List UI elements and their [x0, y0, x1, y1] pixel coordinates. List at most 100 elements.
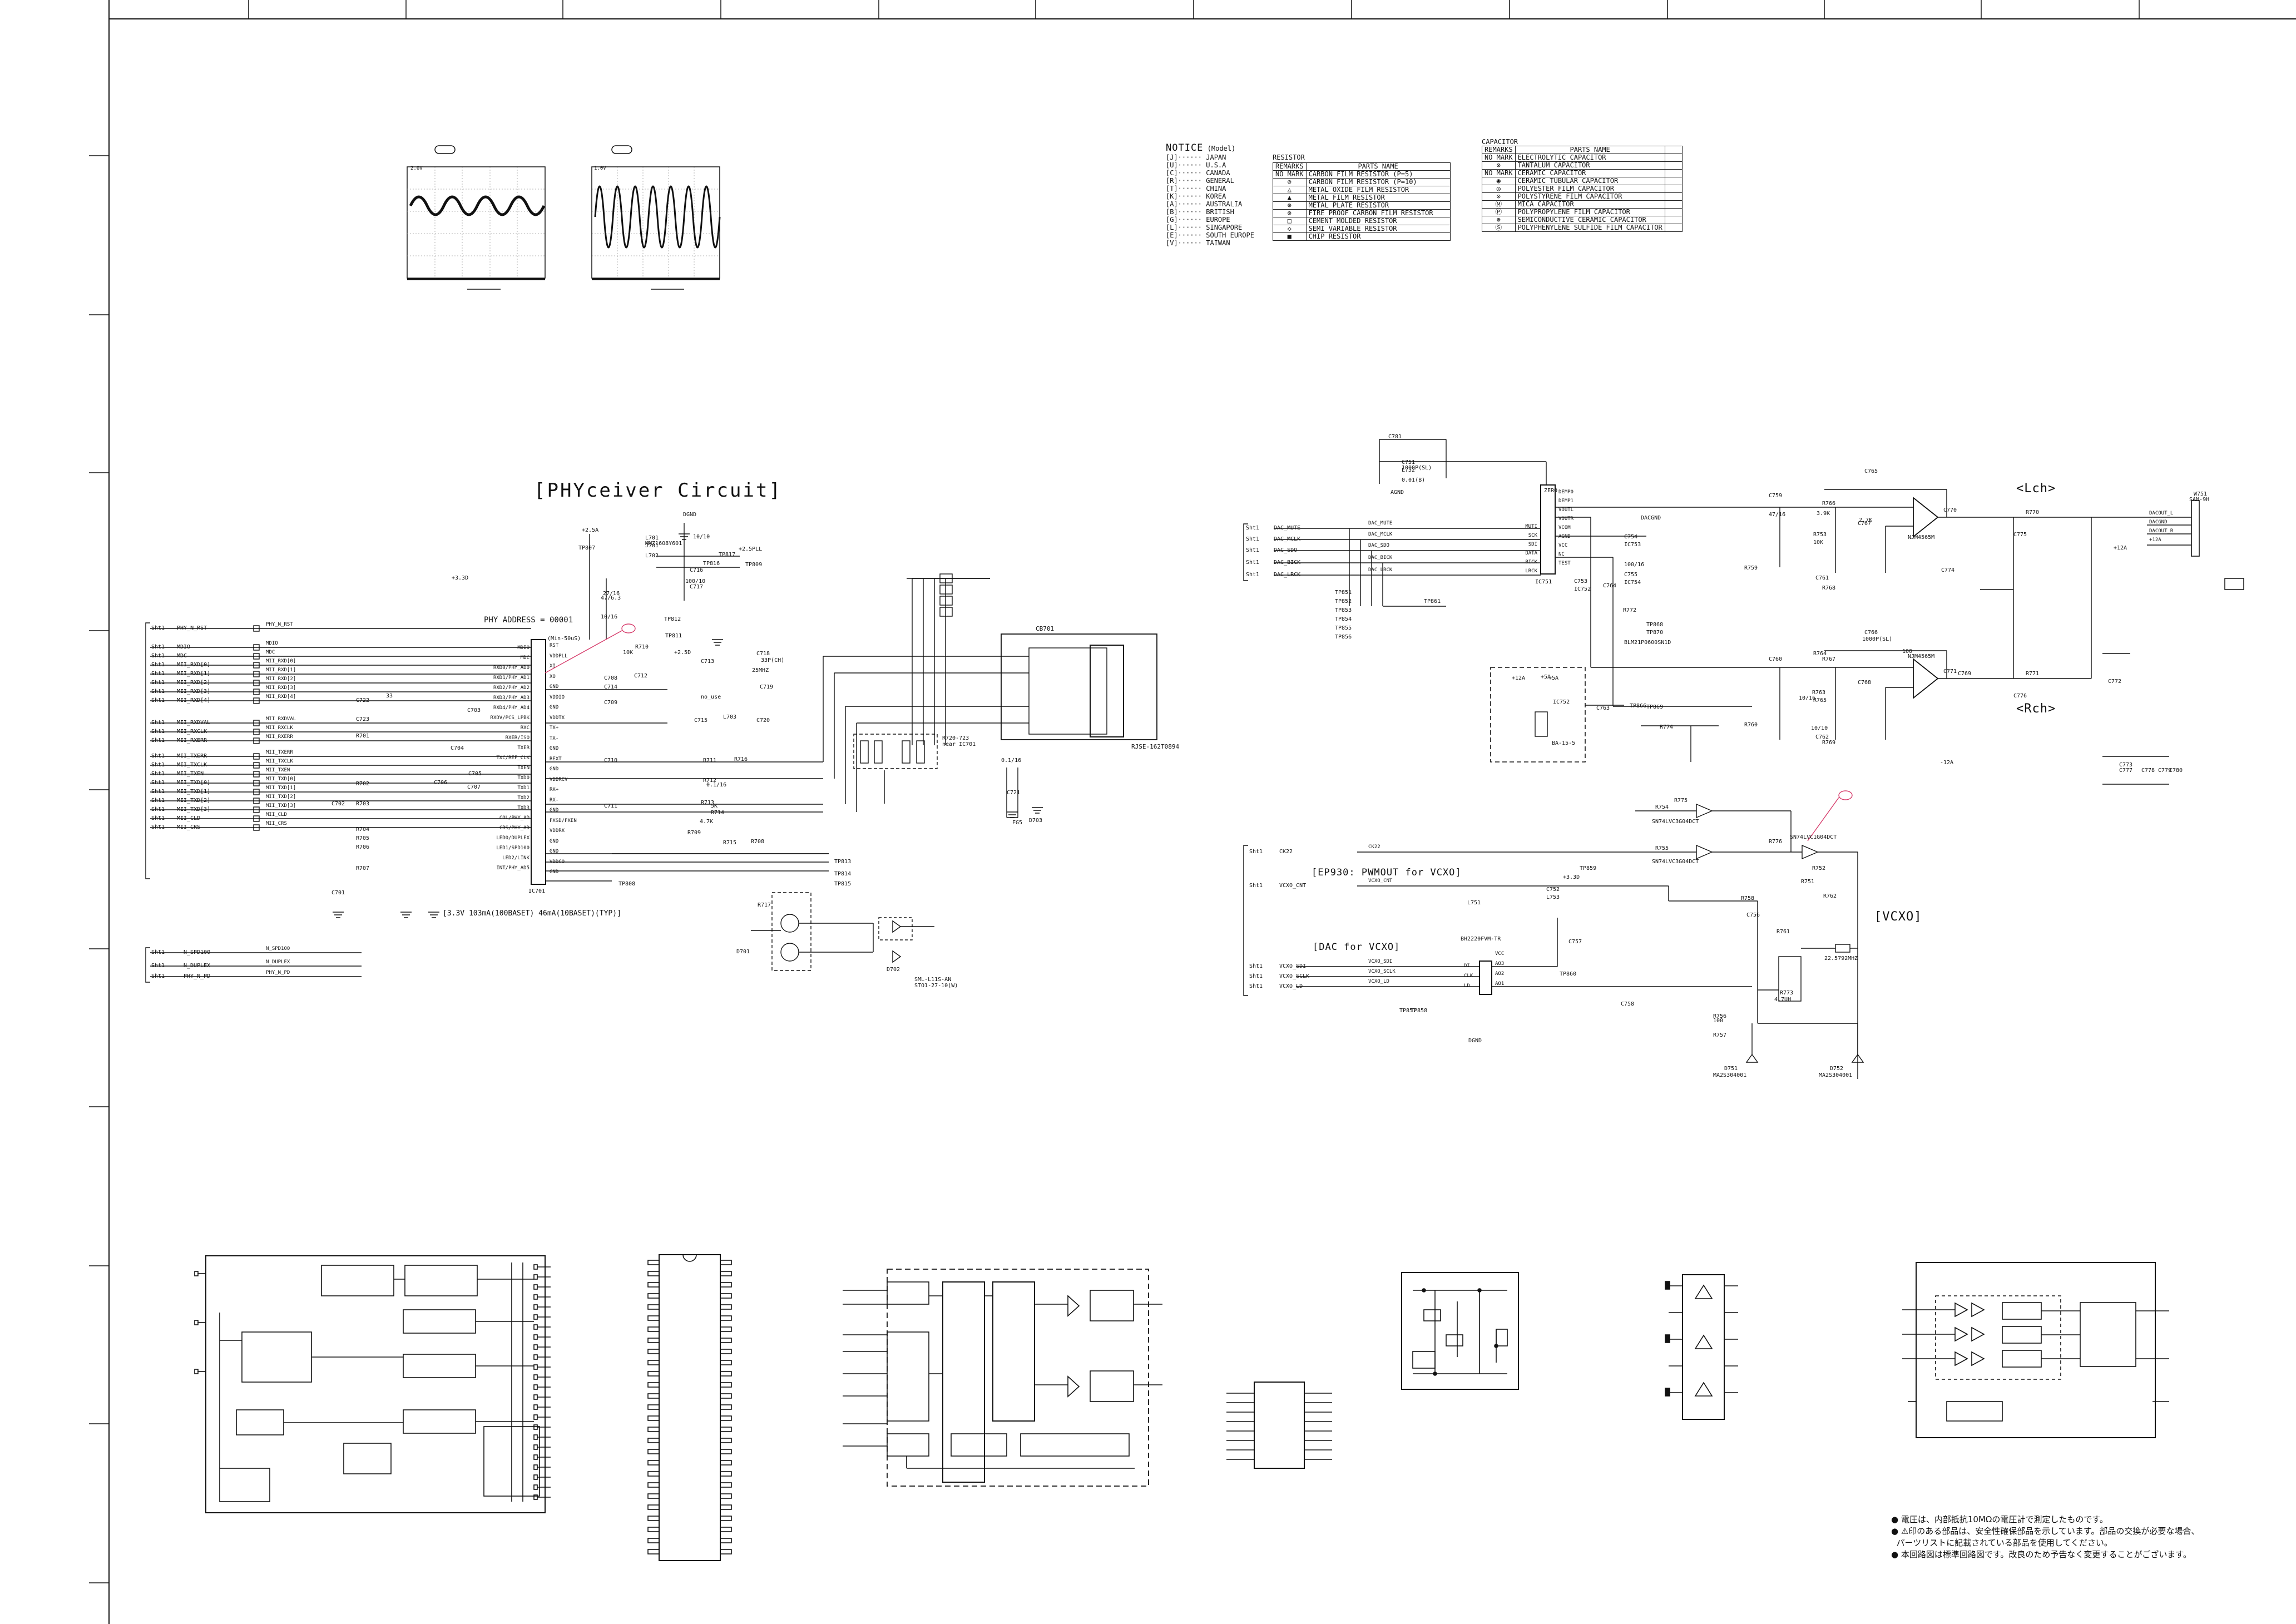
test-point: TP808: [618, 881, 636, 887]
net-name: PHY_N_RST: [266, 622, 293, 627]
resistor-part-name: CHIP RESISTOR: [1305, 232, 1451, 241]
capacitor-blank: [1664, 169, 1683, 177]
part-ref: C710: [604, 757, 618, 764]
phy-section-title: [PHYceiver Circuit]: [534, 479, 782, 502]
capacitor-part-name: POLYPROPYLENE FILM CAPACITOR: [1515, 208, 1665, 216]
ic-pin: [720, 1315, 732, 1321]
ic-block-6: [1665, 1274, 1738, 1420]
test-point: TP813: [834, 859, 852, 865]
part-value: 100/16: [1624, 562, 1645, 568]
capacitor-row: ◉CERAMIC TUBULAR CAPACITOR: [1482, 177, 1683, 185]
part-value: 27/16: [603, 591, 620, 597]
buffer-label: SN74LVC3G04DCT: [1652, 819, 1699, 825]
test-point: TP860: [1560, 971, 1577, 977]
buffer-label: SN74LVC1G04DCT: [1790, 834, 1837, 840]
ic-pad: [533, 1314, 538, 1320]
part-ref: L701: [645, 535, 659, 541]
part-ref: C756: [1746, 912, 1760, 918]
sheet-net: MII_RXD[4]: [177, 697, 211, 704]
sheet-label: Sht1: [151, 963, 165, 969]
sheet-label: Sht1: [151, 753, 165, 759]
test-point: TP855: [1335, 625, 1352, 631]
ic-pin: [720, 1349, 732, 1354]
resistor-remark: ◇: [1273, 225, 1307, 233]
resistor-remark: ▲: [1273, 194, 1307, 202]
sheet-net: MDIO: [177, 644, 191, 650]
part-value: 10/10: [693, 534, 710, 540]
sheet-net: N_DUPLEX: [184, 963, 211, 969]
net-name: MII_CLD: [266, 812, 287, 818]
ic-pin-label: XI: [550, 664, 556, 669]
ic-pin: [720, 1527, 732, 1532]
resistor-remark: NO MARK: [1273, 170, 1307, 179]
ic-pin-label: RXD3/PHY_AD3: [493, 695, 530, 701]
ic-pad: [533, 1484, 538, 1490]
regulator-value: BA-15-5: [1552, 740, 1576, 746]
ic-pin-label: VCOM: [1558, 525, 1571, 531]
part-ref: R715: [723, 840, 737, 846]
capacitor-part-name: POLYESTER FILM CAPACITOR: [1515, 185, 1665, 193]
part-value: 10/16: [601, 614, 618, 620]
sheet-port: [253, 671, 260, 677]
ic-pin: [647, 1471, 660, 1477]
part-ref: R765: [1813, 697, 1827, 704]
part-ref: C718: [756, 651, 770, 657]
dac-ic-ref: IC751: [1535, 579, 1552, 585]
part-ref: C779: [2158, 768, 2172, 774]
capacitor-remark: Ⓜ: [1482, 200, 1516, 209]
phy-connector: RJSE-162T0894: [1131, 743, 1180, 750]
phy-current-note: [3.3V 103mA(100BASET) 46mA(10BASET)(TYP)…: [443, 909, 621, 918]
part-ref: R712: [703, 778, 717, 784]
sheet-net: VCXO_LD: [1279, 983, 1303, 989]
sheet-port: [253, 771, 260, 778]
ic-pin-label: VDDRCV: [550, 776, 568, 783]
sheet-net: DAC_BICK: [1274, 560, 1301, 566]
notice-item: [V]······ TAIWAN: [1166, 239, 1230, 247]
ic-pin-label: RXD0/PHY_AD0: [493, 665, 530, 671]
test-point: TP809: [745, 562, 763, 568]
ic-pin: [720, 1549, 732, 1554]
sheet-net: MII_RXDVAL: [177, 720, 211, 726]
ic-pin: [720, 1338, 732, 1343]
ic-pin-label: VDDRX: [550, 828, 565, 834]
part-ref: C714: [604, 684, 618, 690]
diode-type: MA2S304001: [1713, 1072, 1747, 1078]
capacitor-blank: [1664, 161, 1683, 170]
part-ref: C762: [1815, 734, 1829, 740]
ic-pin-label: TX-: [550, 735, 559, 741]
part-ref: IC754: [1624, 580, 1641, 586]
resistor-row: ⊕METAL PLATE RESISTOR: [1273, 201, 1451, 210]
sheet-label: Sht1: [151, 771, 165, 777]
part-ref: L703: [723, 714, 737, 720]
rail-label: +2.5PLL: [739, 546, 763, 552]
ic-pin: [720, 1504, 732, 1510]
net-name: MDC: [266, 650, 275, 655]
part-ref: C708: [604, 675, 618, 681]
out-connector-type: SAN-9H: [2189, 497, 2210, 503]
capacitor-remark: ◎: [1482, 185, 1516, 193]
net-name: MII_RXCLK: [266, 725, 293, 731]
notice-box: NOTICE (Model) [J]······ JAPAN[U]······ …: [1166, 142, 1254, 247]
ic-pin-label: LED2/LINK: [502, 855, 530, 861]
ic-pin: [720, 1260, 732, 1265]
ic-pin-label: AO3: [1495, 961, 1505, 967]
sheet-port: [253, 824, 260, 831]
sheet-net: MII_RXD[0]: [177, 662, 211, 668]
ic-pin-label: RXDV/PCS_LPBK: [490, 715, 530, 721]
sheet-port: [253, 662, 260, 669]
test-point: TP868: [1646, 622, 1664, 628]
ic-pad: [533, 1404, 538, 1410]
sheet-label: Sht1: [1246, 536, 1260, 542]
ic-block-5: [1401, 1272, 1519, 1390]
part-value: 0.1/16: [706, 782, 727, 788]
sheet-net: VCXO_SCLK: [1279, 973, 1310, 979]
part-ref: R762: [1823, 893, 1837, 899]
sheet-net: MII_TXD[1]: [177, 789, 211, 795]
ic-pin-label: REXT: [550, 756, 562, 762]
part-value: 0.01(B): [1402, 477, 1426, 483]
notice-item: [T]······ CHINA: [1166, 185, 1226, 192]
rail-label: +5A: [1541, 674, 1551, 680]
part-value: 10K: [1813, 539, 1824, 546]
